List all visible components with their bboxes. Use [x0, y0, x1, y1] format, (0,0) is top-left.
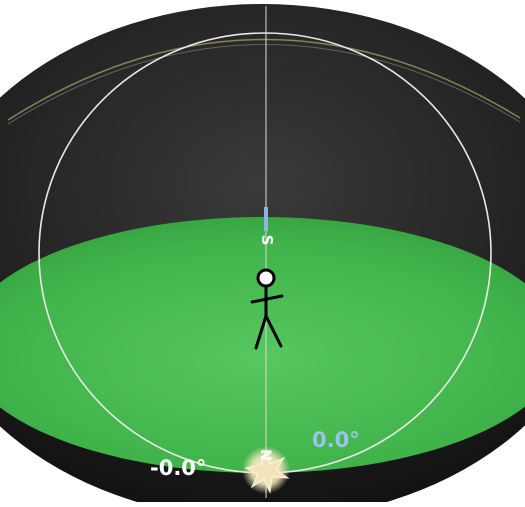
sun-star-icon[interactable]: [242, 446, 290, 494]
declination-readout: -0.0°: [150, 456, 206, 480]
south-marker-tick: [264, 207, 268, 231]
stick-figure-icon[interactable]: [250, 268, 284, 350]
horizon-plane: [0, 217, 525, 473]
altitude-readout: 0.0°: [312, 428, 360, 452]
north-label: N: [257, 449, 273, 461]
ecliptic-arc-shadow: [7, 44, 521, 125]
south-label: S: [258, 235, 276, 246]
ecliptic-arc: [7, 38, 521, 121]
